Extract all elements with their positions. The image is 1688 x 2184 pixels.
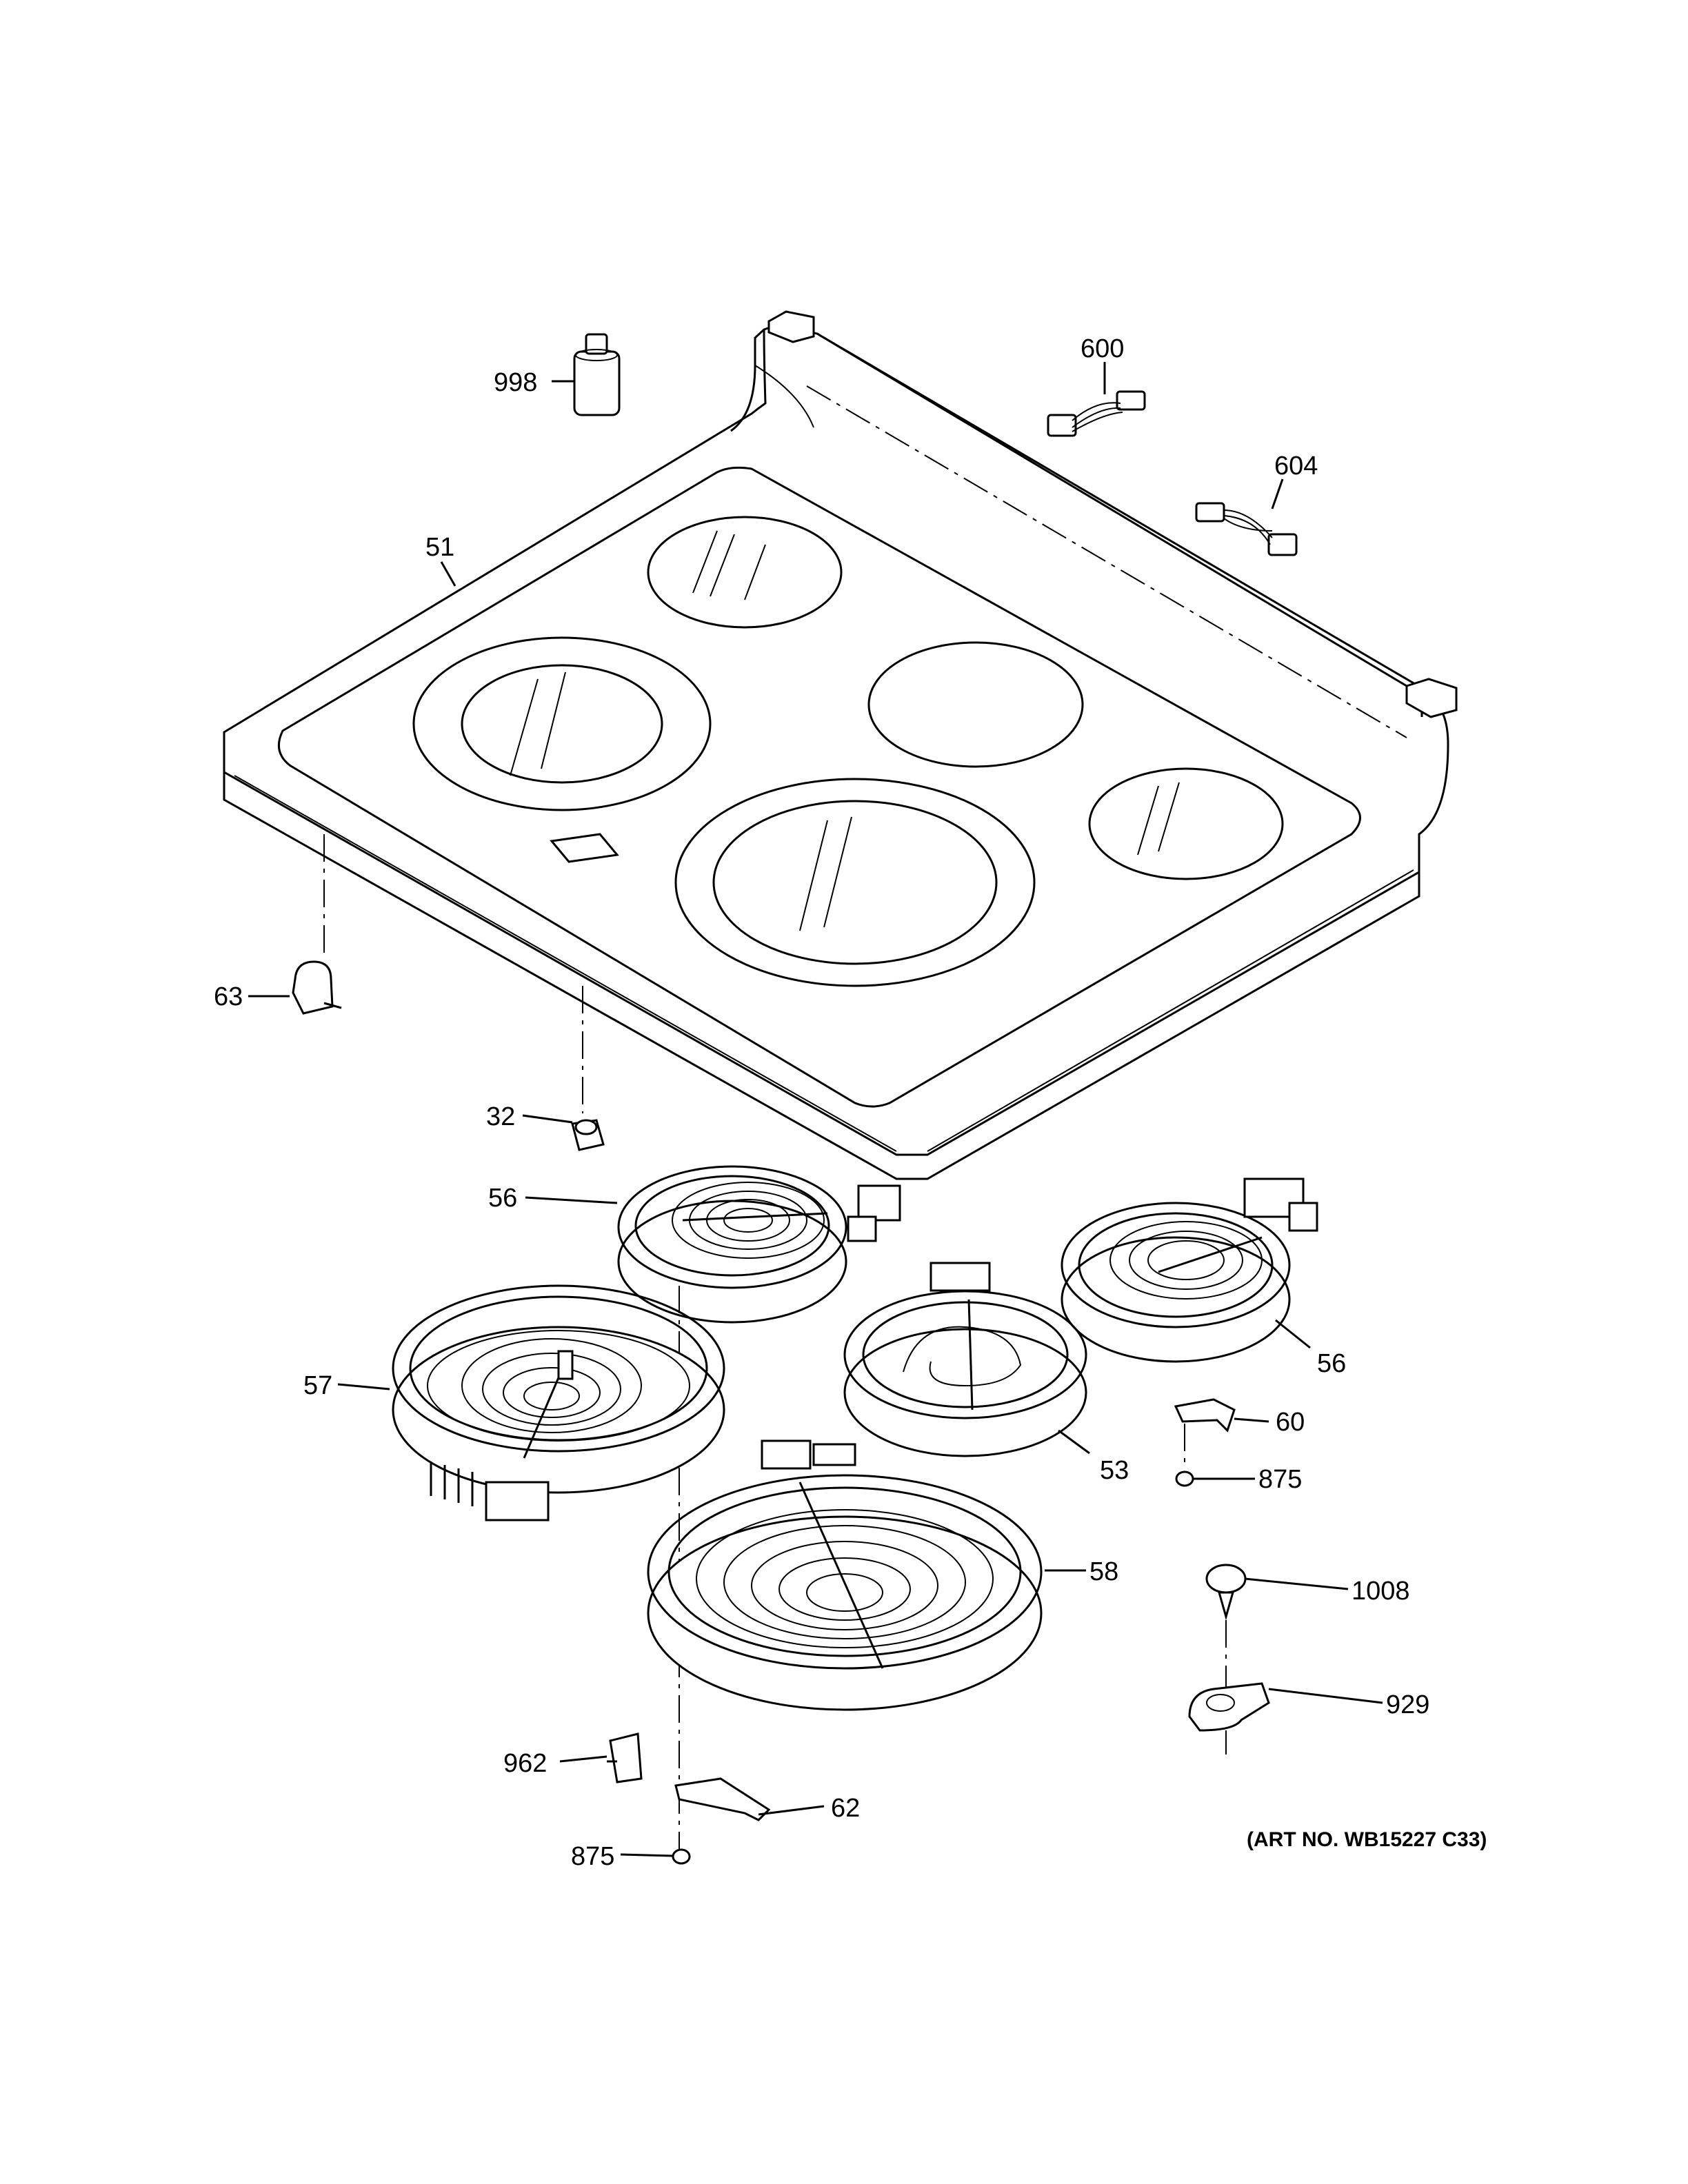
- label-57: 57: [303, 1371, 332, 1400]
- label-56-right: 56: [1317, 1349, 1346, 1378]
- part-57-radiant-element-dual: [392, 1284, 725, 1521]
- leader-lines: [248, 362, 1383, 1857]
- part-60-bracket: [1174, 1398, 1236, 1433]
- part-998-cleaner-bottle: [573, 333, 621, 416]
- part-labels: 998 600 604 51 63 32 56 56 57 53 60 875 …: [214, 334, 1487, 1871]
- part-62-bracket: [674, 1777, 771, 1821]
- label-998: 998: [494, 368, 537, 397]
- part-32-terminal-block: [571, 986, 605, 1151]
- label-56-left: 56: [488, 1184, 517, 1213]
- part-929-bracket: [1188, 1682, 1270, 1755]
- label-1008: 1008: [1352, 1577, 1410, 1606]
- label-604: 604: [1274, 452, 1318, 481]
- part-962-clip: [607, 1732, 643, 1783]
- part-875-screw-lower: [672, 1848, 691, 1865]
- part-1008-screw: [1205, 1564, 1247, 1696]
- label-875-upper: 875: [1258, 1465, 1302, 1494]
- label-962: 962: [503, 1749, 547, 1778]
- label-63: 63: [214, 982, 243, 1011]
- part-600-wire-harness: [1047, 390, 1146, 437]
- label-60: 60: [1276, 1408, 1305, 1437]
- part-53-radiant-element-small: [843, 1262, 1087, 1457]
- part-63-clip: [292, 834, 342, 1015]
- part-58-radiant-element-large: [647, 1439, 1043, 1711]
- art-number: (ART NO. WB15227 C33): [1247, 1828, 1487, 1851]
- label-53: 53: [1100, 1456, 1129, 1485]
- label-929: 929: [1386, 1690, 1429, 1719]
- part-56-radiant-element-right: [1061, 1177, 1318, 1363]
- part-875-screw-upper: [1175, 1424, 1194, 1487]
- label-875-lower: 875: [571, 1842, 614, 1871]
- label-32: 32: [486, 1102, 515, 1131]
- label-600: 600: [1081, 334, 1124, 363]
- label-62: 62: [831, 1794, 860, 1823]
- part-56-radiant-element-left: [617, 1165, 901, 1861]
- cooktop-glass: [223, 310, 1458, 1180]
- label-58: 58: [1089, 1557, 1118, 1586]
- label-51: 51: [425, 533, 454, 562]
- part-604-wire-harness: [1195, 502, 1298, 556]
